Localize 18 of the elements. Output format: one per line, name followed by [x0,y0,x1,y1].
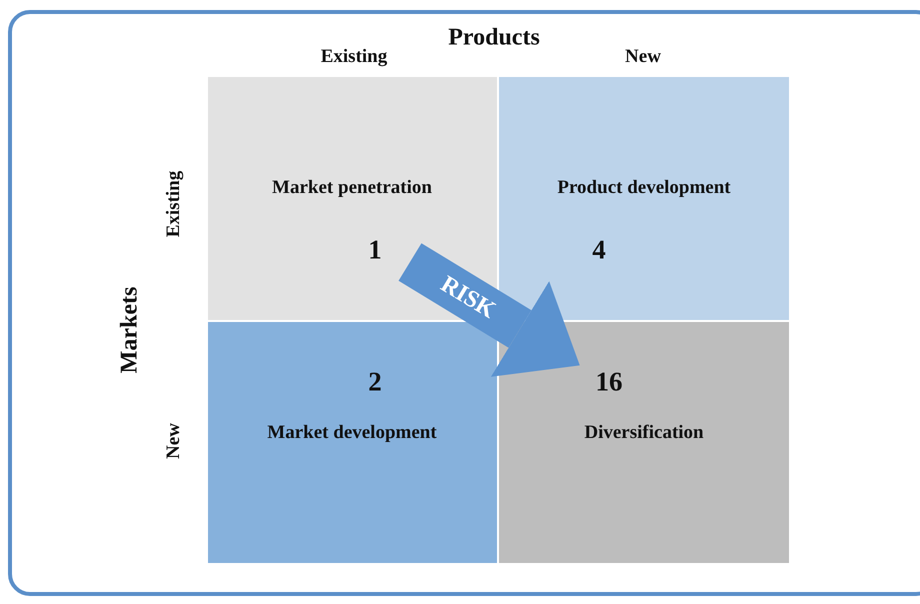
matrix-quadrant [499,322,789,563]
matrix-quadrant [499,77,789,320]
quadrant-label: Market development [267,422,437,444]
row-header: Existing [163,170,185,238]
quadrant-number: 4 [592,234,606,266]
quadrant-number: 1 [368,234,382,266]
axis-title: Products [448,24,540,52]
quadrant-label: Product development [557,177,731,199]
quadrant-number: 2 [368,366,382,398]
axis-title: Markets [116,286,144,374]
quadrant-label: Diversification [584,422,704,444]
quadrant-number: 16 [596,366,622,398]
row-header: New [163,423,185,459]
matrix-quadrant [208,322,497,563]
column-header: Existing [320,46,388,68]
column-header: New [625,46,661,68]
matrix-quadrant [208,77,497,320]
quadrant-label: Market penetration [272,177,432,199]
